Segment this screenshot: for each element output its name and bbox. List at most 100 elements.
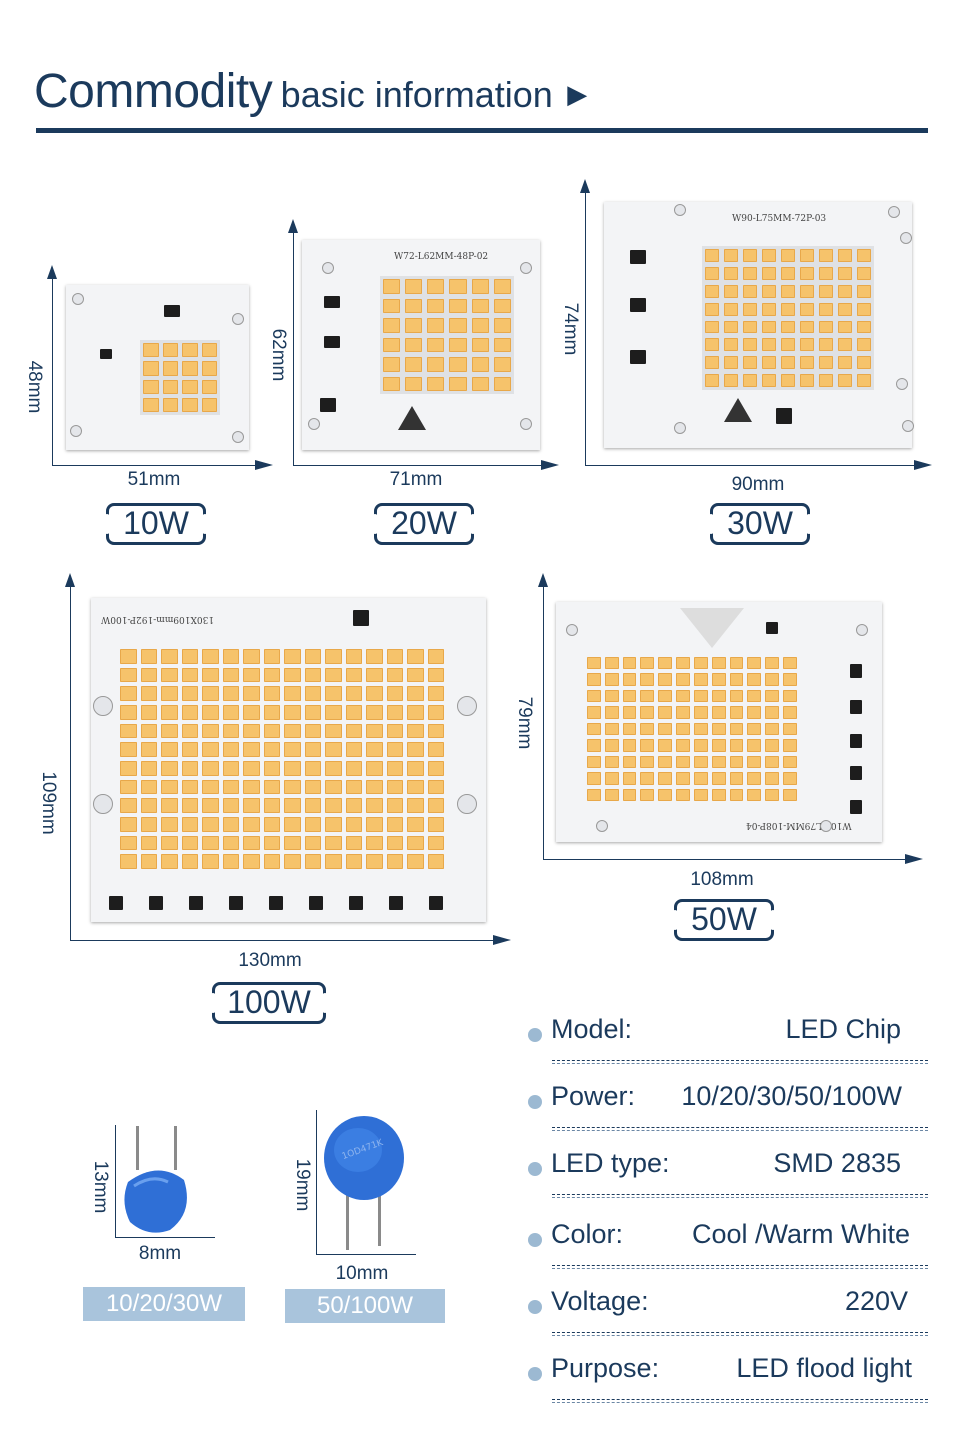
led-chip xyxy=(222,723,239,739)
led-chip xyxy=(345,742,362,757)
led-chip xyxy=(120,742,137,757)
led-chip xyxy=(181,854,198,869)
spec-divider xyxy=(552,1268,928,1269)
led-chip xyxy=(140,667,157,683)
led-chip xyxy=(587,706,601,719)
led-chip xyxy=(263,723,280,739)
led-chip xyxy=(202,816,219,832)
led-chip xyxy=(263,667,280,683)
led-chip xyxy=(120,835,137,851)
led-chip xyxy=(729,706,744,719)
mount-hole xyxy=(566,624,578,636)
driver-ic xyxy=(850,664,862,678)
arrow-right-icon xyxy=(914,460,932,470)
led-chip xyxy=(366,723,383,739)
led-chip xyxy=(325,854,342,869)
led-chip xyxy=(243,835,260,851)
bullet-dot-icon xyxy=(528,1162,542,1176)
led-chip xyxy=(622,722,637,736)
led-chip xyxy=(243,779,260,795)
arrow-up-icon xyxy=(65,573,75,587)
led-chip xyxy=(161,779,178,795)
led-chip xyxy=(711,689,726,703)
driver-ic xyxy=(630,298,646,312)
driver-ic xyxy=(630,250,646,264)
led-chip xyxy=(325,667,342,683)
width-label: 8mm xyxy=(138,1243,182,1264)
led-chip xyxy=(222,667,239,683)
led-chip xyxy=(587,739,601,752)
mount-hole xyxy=(520,262,532,274)
led-chip xyxy=(658,673,673,686)
led-chip xyxy=(729,657,744,670)
led-chip xyxy=(676,689,690,703)
led-chip xyxy=(747,739,762,752)
led-chip xyxy=(386,835,403,851)
led-chip xyxy=(181,742,198,757)
arrow-right-icon xyxy=(255,460,273,470)
led-chip xyxy=(604,772,619,785)
dim-axis-vertical xyxy=(52,278,53,466)
spec-row-color: Color: Cool /Warm White xyxy=(528,1219,928,1269)
driver-ic xyxy=(189,896,203,910)
dim-axis-horizontal xyxy=(316,1254,416,1255)
led-chip xyxy=(222,816,239,832)
led-chip xyxy=(676,772,690,785)
led-chip xyxy=(161,835,178,851)
driver-ic xyxy=(776,408,792,424)
driver-ic xyxy=(324,336,340,348)
led-chip xyxy=(202,686,219,701)
led-chip xyxy=(747,772,762,785)
led-chip xyxy=(222,649,239,664)
section-title: Commodity basic information ▶ xyxy=(34,64,587,119)
warning-icon xyxy=(398,406,426,430)
led-chip xyxy=(161,686,178,701)
led-chip xyxy=(284,854,301,869)
led-chip xyxy=(427,704,444,720)
led-chip xyxy=(711,755,726,769)
spec-divider xyxy=(552,1399,928,1400)
led-chip xyxy=(604,689,619,703)
spec-divider xyxy=(552,1063,928,1064)
board-silkscreen: W108-L79MM-108P-04 xyxy=(746,820,852,830)
led-chip xyxy=(243,704,260,720)
led-chip xyxy=(427,835,444,851)
led-chip xyxy=(427,667,444,683)
led-chip xyxy=(161,723,178,739)
led-chip xyxy=(284,760,301,776)
led-chip xyxy=(676,673,690,686)
power-badge: 50W xyxy=(672,899,776,941)
varistor-badge: 10/20/30W xyxy=(83,1287,245,1321)
led-chip xyxy=(120,760,137,776)
led-chip xyxy=(407,649,424,664)
height-label: 109mm xyxy=(38,771,59,835)
driver-ic xyxy=(229,896,243,910)
led-chip xyxy=(202,704,219,720)
led-chip xyxy=(304,704,321,720)
led-chip xyxy=(325,649,342,664)
led-chip xyxy=(120,723,137,739)
led-chip xyxy=(783,755,797,769)
led-chip xyxy=(202,854,219,869)
led-chip xyxy=(711,722,726,736)
led-chip xyxy=(140,649,157,664)
led-chip xyxy=(120,704,137,720)
bullet-dot-icon xyxy=(528,1367,542,1381)
mount-hole xyxy=(232,313,244,325)
led-chip xyxy=(181,835,198,851)
led-chip xyxy=(622,755,637,769)
led-chip xyxy=(366,779,383,795)
led-chip xyxy=(604,673,619,686)
led-chip xyxy=(222,835,239,851)
driver-ic xyxy=(349,896,363,910)
dim-axis-horizontal xyxy=(585,465,915,466)
led-chip xyxy=(640,739,655,752)
led-chip xyxy=(693,739,708,752)
led-chip xyxy=(386,723,403,739)
led-chip xyxy=(304,649,321,664)
led-chip xyxy=(366,798,383,813)
led-chip xyxy=(140,704,157,720)
led-chip xyxy=(693,706,708,719)
led-chip xyxy=(243,854,260,869)
led-chip xyxy=(181,704,198,720)
